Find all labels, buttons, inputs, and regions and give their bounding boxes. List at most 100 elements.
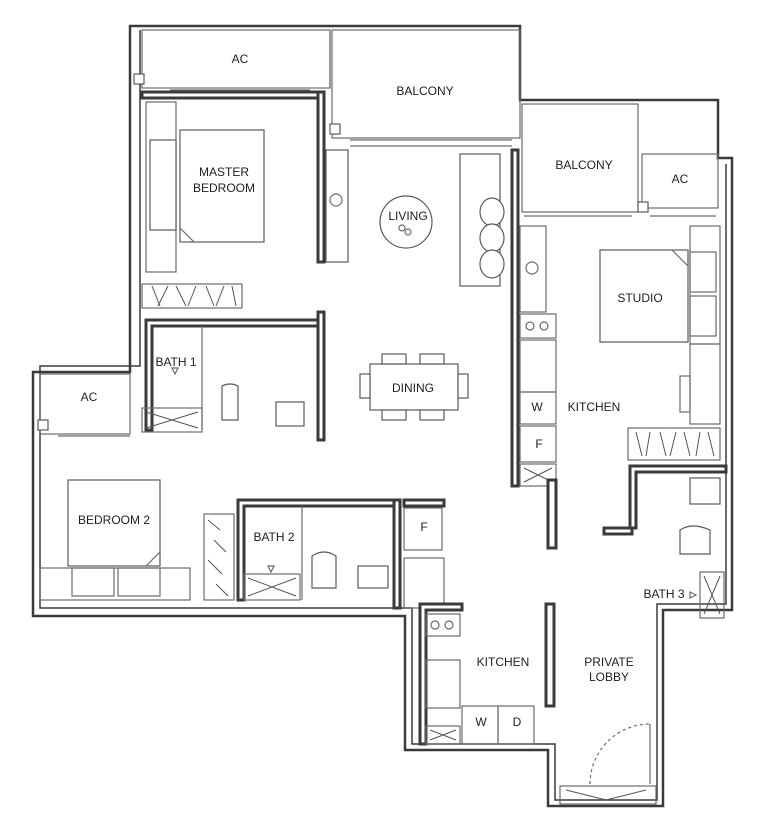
kitchen-right-bin <box>519 463 557 487</box>
bed2-fold <box>145 550 161 567</box>
kitchen-right-end-wall <box>546 478 558 550</box>
label-private-lobby-2: LOBBY <box>589 670 629 684</box>
bedroom2-nightstand2 <box>117 567 161 597</box>
label-ac-top: AC <box>232 52 249 66</box>
studio-bed-fold <box>671 249 689 268</box>
master-bed-side <box>149 139 177 231</box>
studio-chair <box>679 375 691 413</box>
kitchen-right-hob <box>519 313 557 339</box>
master-top-wall <box>140 90 320 100</box>
label-private-lobby-1: PRIVATE <box>584 655 634 669</box>
kitchen-right-dot <box>525 261 539 275</box>
outer-wall <box>31 24 734 808</box>
label-living: LIVING <box>388 209 427 223</box>
hob2-ring-2 <box>444 620 454 630</box>
kitchen-right-console <box>519 225 547 313</box>
label-dining: DINING <box>392 381 434 395</box>
lobby-door-swing <box>589 723 651 785</box>
bedroom2-hatch <box>207 519 229 597</box>
wall-misc-1 <box>402 498 446 508</box>
bath3-shower-x <box>703 575 721 615</box>
bedroom2-shelf <box>203 513 235 601</box>
kitchen-bottom-right-wall <box>544 602 556 708</box>
fridge-middle <box>403 507 443 551</box>
label-bedroom-2: BEDROOM 2 <box>78 513 150 527</box>
living-chair1 <box>479 197 505 227</box>
dining-chair-r <box>457 373 469 399</box>
dining-chair-tl <box>381 353 407 365</box>
bath2-right-wall <box>392 498 402 610</box>
bath3-toilet <box>679 525 711 555</box>
ac-marker-2 <box>329 123 341 135</box>
master-hatch <box>151 285 237 307</box>
label-f-right: F <box>535 437 542 451</box>
label-bath-2: BATH 2 <box>253 530 294 544</box>
bath2-vent <box>267 565 275 574</box>
dining-chair-br <box>419 409 445 421</box>
hob-ring-1 <box>525 321 535 331</box>
bath2-shower-x <box>247 577 297 597</box>
kitchen-bottom-hob <box>425 613 461 637</box>
balcony-right-area <box>521 103 639 213</box>
master-shoe-cabinet <box>141 283 243 309</box>
wall-misc-2 <box>602 526 634 536</box>
lobby-entrance <box>559 785 657 805</box>
studio-hatch <box>635 431 715 457</box>
bath1-vent <box>171 367 179 376</box>
studio-desk <box>689 343 721 425</box>
lobby-entrance-lines <box>565 789 647 801</box>
ac-marker-1 <box>133 73 145 85</box>
hob2-ring-1 <box>430 620 440 630</box>
label-ac-left: AC <box>81 390 98 404</box>
dining-chair-tr <box>419 353 445 365</box>
master-right-wall <box>316 90 326 264</box>
bath1-shower-x <box>145 411 199 429</box>
bath3-basin <box>689 477 721 505</box>
dining-chair-l <box>359 373 371 399</box>
ac-right-area <box>641 153 719 209</box>
label-balcony-right: BALCONY <box>555 158 612 172</box>
label-bath-3: BATH 3 <box>643 587 684 601</box>
dining-chair-bl <box>381 409 407 421</box>
living-chair2 <box>479 223 505 253</box>
kitchen-bottom-bin-x <box>429 729 457 741</box>
label-w-right: W <box>531 400 543 414</box>
living-tv-dot <box>329 193 343 207</box>
master-bed-fold <box>179 227 195 243</box>
label-master-bedroom-2: BEDROOM <box>193 181 255 195</box>
kitchen-right-fridge <box>519 425 557 463</box>
bath1-basin <box>275 401 305 427</box>
studio-shoe-cabinet <box>627 427 721 461</box>
balcony-top-area <box>331 29 521 139</box>
bath3-arrow <box>689 591 698 599</box>
kitchen-bottom-sink <box>425 659 461 709</box>
pantry-middle <box>403 557 445 609</box>
bath2-toilet <box>311 551 337 589</box>
bath3-shower <box>699 571 725 619</box>
bath1-right-wall <box>316 310 326 442</box>
label-bath-1: BATH 1 <box>155 355 196 369</box>
bath1-toilet <box>221 383 239 421</box>
master-bed <box>179 129 265 243</box>
hob-ring-2 <box>539 321 549 331</box>
label-master-bedroom-1: MASTER <box>199 165 249 179</box>
bath2-shower <box>243 573 301 601</box>
studio-nightstand2 <box>689 295 717 337</box>
label-d-bottom: D <box>513 715 522 729</box>
living-chair3 <box>479 249 505 279</box>
ac-marker-4 <box>637 201 649 213</box>
bath1-shower <box>141 407 203 433</box>
label-ac-right: AC <box>672 172 689 186</box>
label-kitchen-bottom: KITCHEN <box>477 655 530 669</box>
ac-left-area <box>39 373 131 435</box>
living-decor2 <box>404 228 412 236</box>
studio-nightstand1 <box>689 251 717 293</box>
bedroom2-bed <box>67 479 161 567</box>
kitchen-right-left-wall <box>510 148 520 488</box>
studio-bed <box>599 249 689 343</box>
kitchen-bottom-dryer <box>497 705 535 745</box>
kitchen-right-washer <box>519 391 557 425</box>
bedroom2-wardrobe <box>39 567 191 601</box>
